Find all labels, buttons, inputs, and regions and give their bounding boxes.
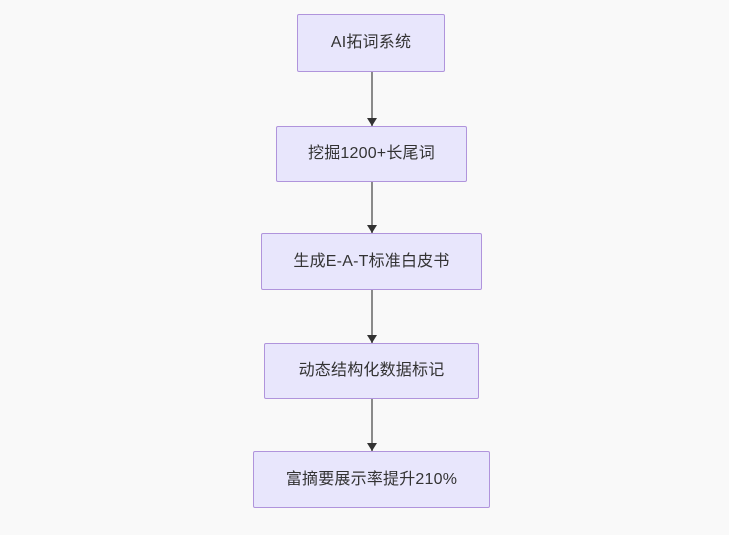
flow-node-mine-longtail-keywords[interactable]: 挖掘1200+长尾词 <box>276 126 467 182</box>
edge-line <box>371 399 373 451</box>
arrowhead-icon <box>367 225 377 233</box>
flow-node-generate-eat-whitepaper[interactable]: 生成E-A-T标准白皮书 <box>261 233 482 290</box>
arrowhead-icon <box>367 443 377 451</box>
edge-line <box>371 182 373 233</box>
flow-node-rich-snippet-impression-uplift[interactable]: 富摘要展示率提升210% <box>253 451 490 508</box>
flow-node-label: 生成E-A-T标准白皮书 <box>293 252 450 270</box>
flow-node-label: 挖掘1200+长尾词 <box>308 145 435 163</box>
arrowhead-icon <box>367 118 377 126</box>
flow-node-label: AI拓词系统 <box>330 34 412 52</box>
edge-line <box>371 72 373 126</box>
flow-node-label: 富摘要展示率提升210% <box>285 470 458 488</box>
flow-node-ai-keyword-system[interactable]: AI拓词系统 <box>297 14 445 72</box>
flow-node-dynamic-structured-data-markup[interactable]: 动态结构化数据标记 <box>264 343 479 399</box>
edge-line <box>371 290 373 343</box>
arrowhead-icon <box>367 335 377 343</box>
flow-node-label: 动态结构化数据标记 <box>298 362 445 380</box>
